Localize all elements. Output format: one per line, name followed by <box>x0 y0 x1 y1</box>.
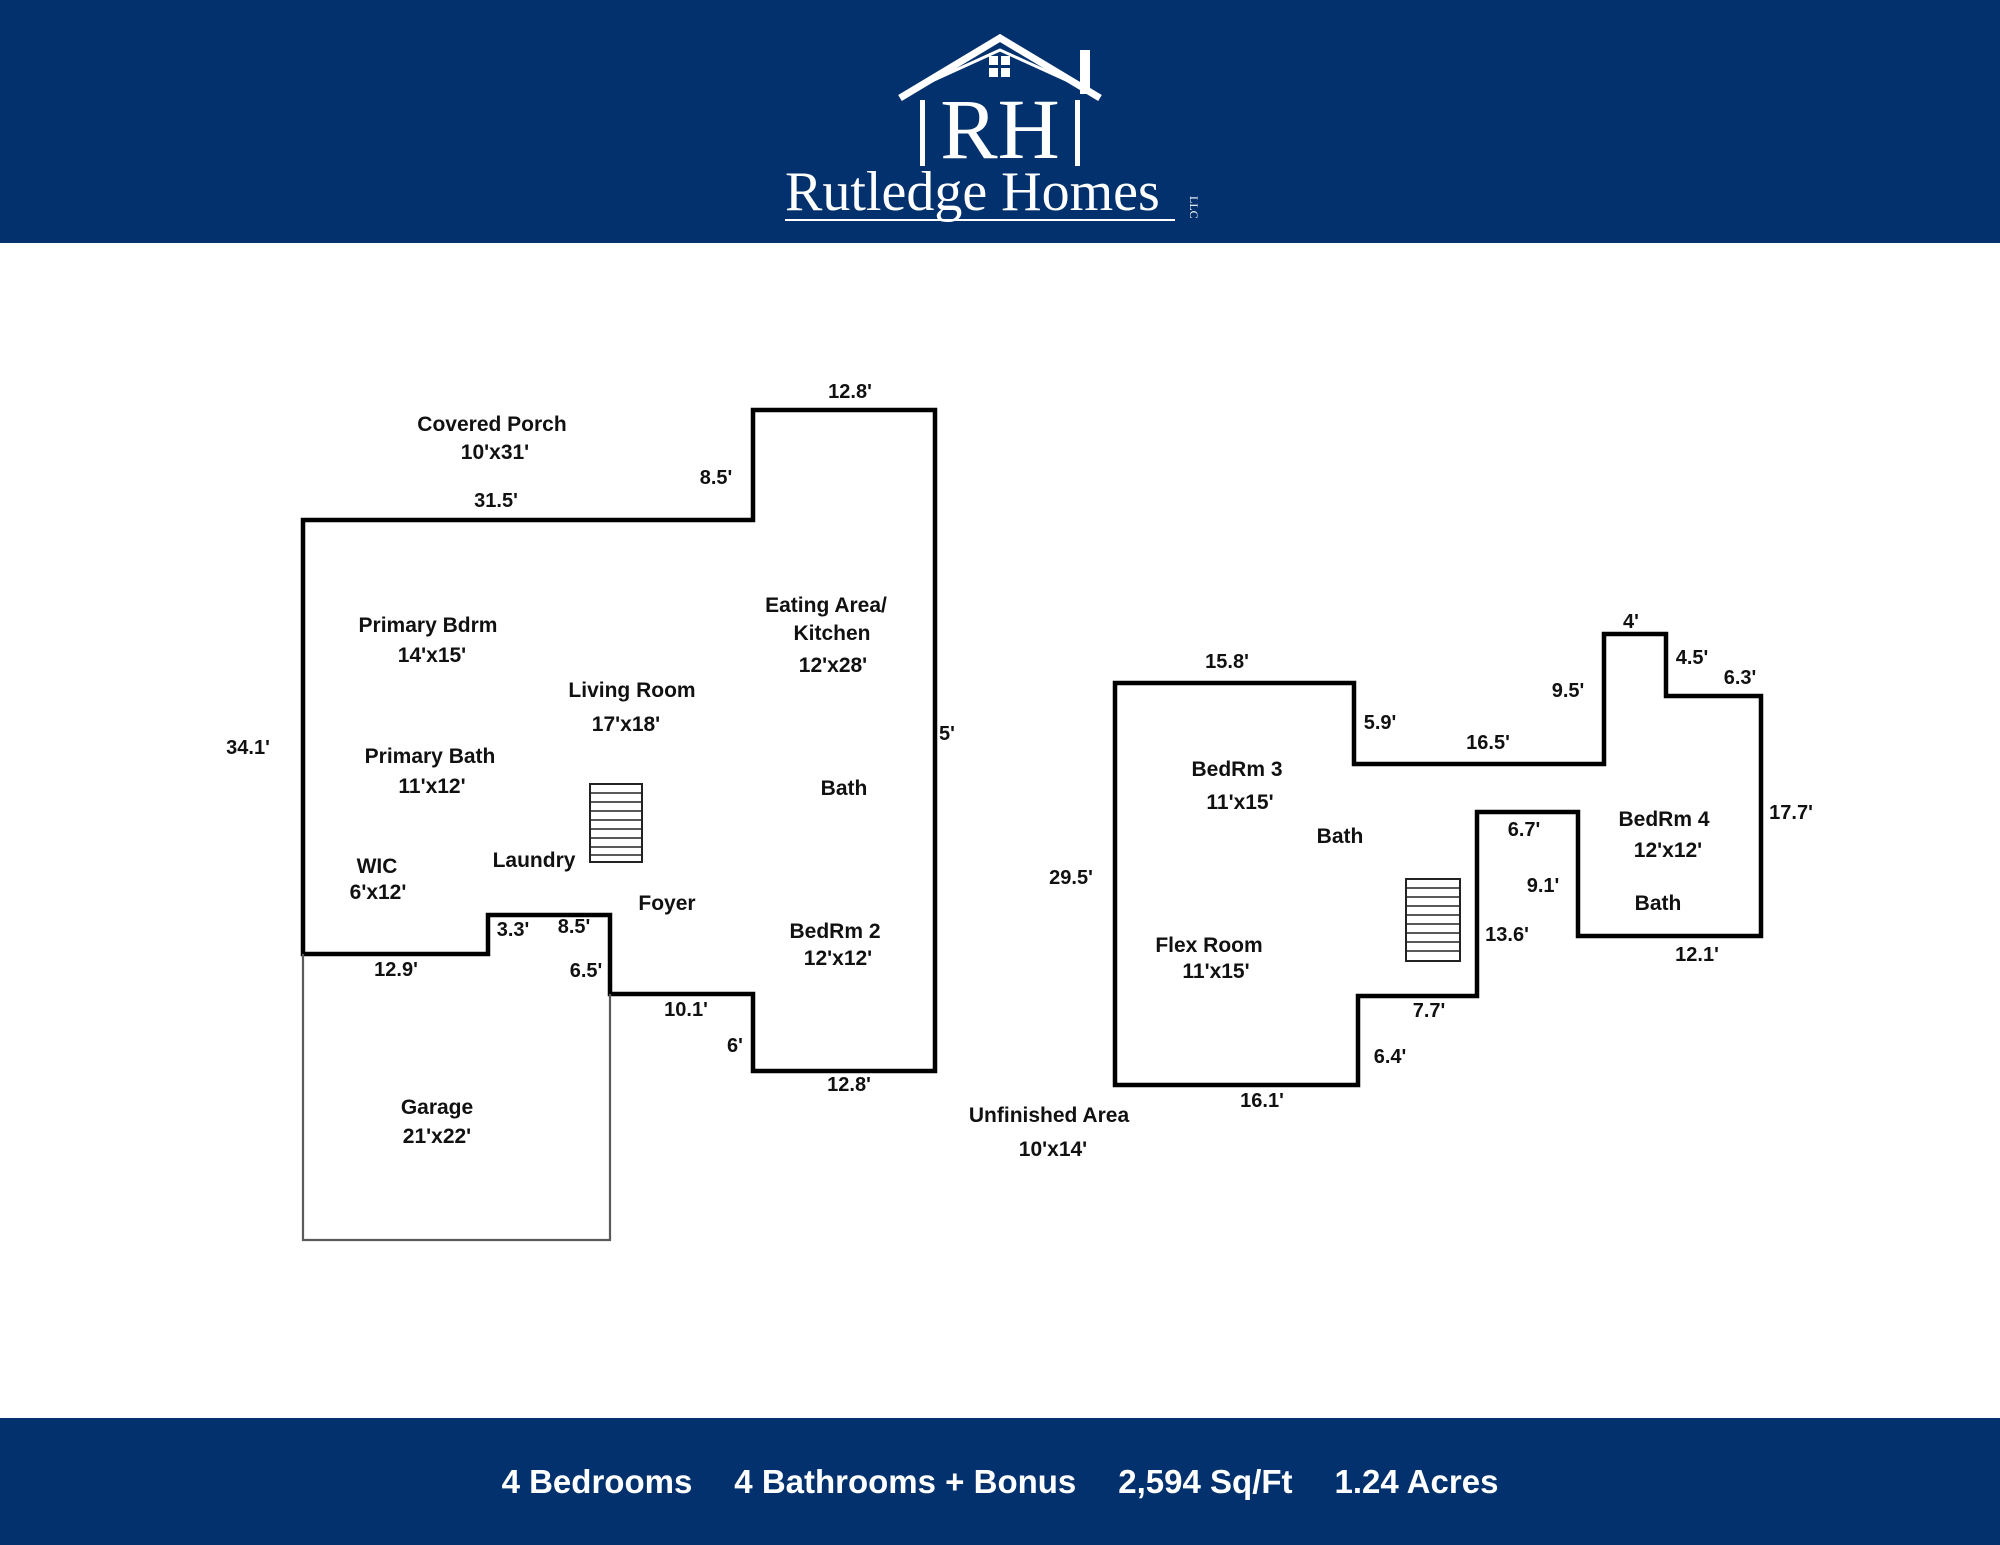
logo-llc: LLC <box>1187 196 1201 219</box>
dimension-bottom-right: 12.8' <box>827 1074 871 1096</box>
bedroom-2-size: 12'x12' <box>804 947 872 970</box>
living-room-size: 17'x18' <box>592 713 660 736</box>
garage-label: Garage <box>401 1096 473 1119</box>
bedroom-3-size: 11'x15' <box>1206 791 1273 814</box>
dimension-upper-right: 17.7' <box>1769 802 1813 824</box>
main-floor-outline <box>300 407 938 1074</box>
dimension-bottom-step: 6' <box>727 1035 743 1057</box>
primary-bedroom-label: Primary Bdrm <box>359 614 498 637</box>
bedroom-4-size: 12'x12' <box>1634 839 1702 862</box>
dimension-upper-rise: 9.5' <box>1552 680 1585 702</box>
summary-stats: 4 Bedrooms 4 Bathrooms + Bonus 2,594 Sq/… <box>0 1418 2000 1545</box>
summary-footer: 4 Bedrooms 4 Bathrooms + Bonus 2,594 Sq/… <box>0 1418 2000 1545</box>
primary-bath-size: 11'x12' <box>398 775 465 798</box>
dimension-garage-top: 12.9' <box>374 959 418 981</box>
living-room-label: Living Room <box>568 679 695 702</box>
eating-area-label: Eating Area/ <box>765 594 887 617</box>
dimension-upper-inner-top: 6.7' <box>1508 819 1541 841</box>
dimension-upper-bump-top: 4' <box>1623 611 1639 633</box>
logo-wordmark: Rutledge Homes <box>785 161 1160 223</box>
dimension-step: 8.5' <box>700 467 733 489</box>
kitchen-label: Kitchen <box>793 622 870 645</box>
covered-porch-label: Covered Porch <box>417 413 566 436</box>
bedroom-2-label: BedRm 2 <box>789 920 880 943</box>
bedroom-3-label: BedRm 3 <box>1191 758 1282 781</box>
dimension-top-right: 12.8' <box>828 381 872 403</box>
primary-bedroom-size: 14'x15' <box>398 644 466 667</box>
dimension-right: 5' <box>939 723 955 745</box>
laundry-label: Laundry <box>493 849 576 872</box>
dimension-bottom-mid: 10.1' <box>664 999 708 1021</box>
bath-3-label: Bath <box>1317 825 1364 848</box>
bath-label: Bath <box>821 777 868 800</box>
foyer-label: Foyer <box>638 892 695 915</box>
floor-plan-drawing: Covered Porch 10'x31' Primary Bdrm 14'x1… <box>226 381 1813 1242</box>
unfinished-area-size: 10'x14' <box>1019 1138 1087 1161</box>
garage-size: 21'x22' <box>403 1125 471 1148</box>
bedrooms-count: 4 Bedrooms <box>501 1462 693 1500</box>
upper-floor-plan: BedRm 3 11'x15' Bath BedRm 4 12'x12' Bat… <box>969 611 1813 1161</box>
dimension-top-left: 31.5' <box>474 490 518 512</box>
dimension-upper-bump-right: 4.5' <box>1676 647 1709 669</box>
square-footage: 2,594 Sq/Ft <box>1118 1462 1293 1500</box>
lot-acreage: 1.24 Acres <box>1334 1462 1499 1500</box>
dimension-upper-inner-left: 9.1' <box>1527 875 1560 897</box>
dimension-upper-top-right: 6.3' <box>1724 667 1757 689</box>
bedroom-4-label: BedRm 4 <box>1618 808 1709 831</box>
logo-monogram: RH <box>940 81 1059 177</box>
primary-bath-label: Primary Bath <box>365 745 496 768</box>
garage-outline <box>301 954 612 1242</box>
dimension-upper-mid: 16.5' <box>1466 732 1510 754</box>
dimension-upper-inner-bottom: 12.1' <box>1675 944 1719 966</box>
rutledge-homes-logo: RH Rutledge Homes LLC <box>785 33 1201 223</box>
main-floor-stairs <box>589 783 643 863</box>
main-floor-plan: Covered Porch 10'x31' Primary Bdrm 14'x1… <box>226 381 955 1242</box>
unfinished-area-label: Unfinished Area <box>969 1104 1130 1127</box>
dimension-upper-bottom: 16.1' <box>1240 1090 1284 1112</box>
upper-floor-stairs <box>1405 878 1461 962</box>
covered-porch-size: 10'x31' <box>461 441 529 464</box>
upper-floor-outline <box>1112 631 1764 1088</box>
bath-4-label: Bath <box>1635 892 1682 915</box>
dimension-upper-top-left: 15.8' <box>1205 651 1249 673</box>
dimension-upper-step1: 5.9' <box>1364 712 1397 734</box>
flex-room-size: 11'x15' <box>1182 960 1249 983</box>
wic-label: WIC <box>357 855 398 878</box>
header-banner: RH Rutledge Homes LLC <box>0 0 2000 243</box>
house-window-icon <box>989 56 1010 77</box>
kitchen-size: 12'x28' <box>799 654 867 677</box>
bathrooms-count: 4 Bathrooms + Bonus <box>734 1462 1077 1500</box>
dimension-upper-bottom-drop: 6.4' <box>1374 1046 1407 1068</box>
dimension-upper-bottom-step: 7.7' <box>1413 1000 1446 1022</box>
dimension-upper-left: 29.5' <box>1049 867 1093 889</box>
dimension-notch-left: 3.3' <box>497 919 530 941</box>
dimension-notch-top: 8.5' <box>558 916 591 938</box>
floor-plan-area: Covered Porch 10'x31' Primary Bdrm 14'x1… <box>0 243 2000 1418</box>
wic-size: 6'x12' <box>350 881 407 904</box>
dimension-upper-step-down: 13.6' <box>1485 924 1529 946</box>
dimension-notch-down: 6.5' <box>570 960 603 982</box>
dimension-left: 34.1' <box>226 737 270 759</box>
flex-room-label: Flex Room <box>1155 934 1262 957</box>
